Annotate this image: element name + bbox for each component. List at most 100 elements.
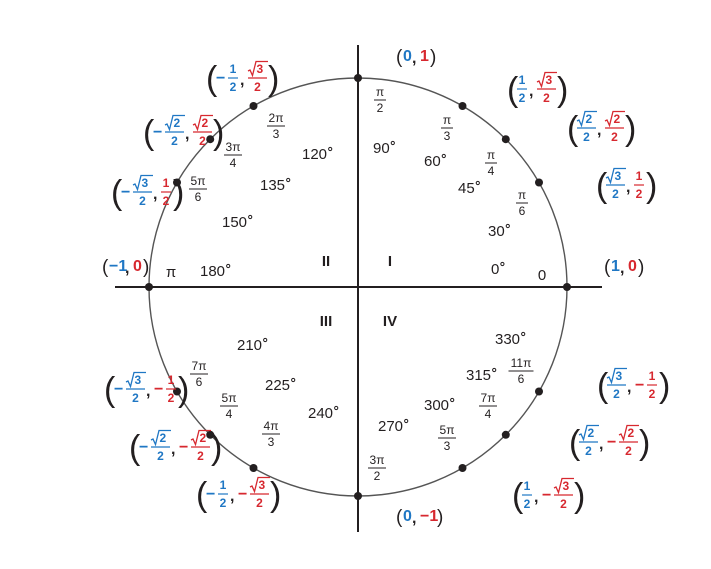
radian-label-210: 7π6	[190, 359, 208, 389]
svg-text:0: 0	[403, 48, 412, 65]
coordinate-330: (32,−12)	[597, 367, 670, 405]
svg-text:−: −	[238, 486, 247, 503]
svg-text:0: 0	[133, 258, 142, 275]
degree-label-135: 135	[260, 177, 291, 194]
svg-text:2: 2	[230, 80, 237, 94]
degree-label-60: 60	[424, 153, 446, 170]
svg-text:240: 240	[308, 405, 333, 422]
svg-text:225: 225	[265, 377, 290, 394]
coordinate-90: (0,1)	[396, 47, 436, 68]
svg-text:2: 2	[636, 187, 643, 201]
radian-label-120: 2π3	[267, 111, 285, 141]
svg-text:−: −	[121, 184, 130, 201]
degree-label-30: 30	[488, 223, 510, 240]
svg-text:1: 1	[168, 373, 175, 387]
svg-text:2: 2	[174, 116, 181, 130]
svg-text:2: 2	[524, 497, 531, 511]
point-30	[534, 178, 543, 187]
svg-text:,: ,	[171, 441, 175, 458]
svg-text:7π: 7π	[192, 359, 207, 373]
svg-text:3: 3	[273, 127, 280, 141]
svg-text:(: (	[102, 257, 109, 278]
svg-text:2: 2	[202, 116, 209, 130]
svg-text:30: 30	[488, 223, 505, 240]
degree-label-300: 300	[424, 397, 455, 414]
svg-text:2: 2	[157, 449, 164, 463]
svg-text:6: 6	[519, 204, 526, 218]
svg-text:2: 2	[377, 101, 384, 115]
coordinate-270: (0,−1)	[396, 507, 443, 528]
svg-text:0: 0	[628, 258, 637, 275]
degree-label-210: 210	[237, 337, 268, 354]
point-90	[354, 74, 362, 82]
svg-text:1: 1	[163, 176, 170, 190]
svg-text:0: 0	[403, 508, 412, 525]
radian-label-30: π6	[516, 188, 528, 218]
svg-text:2: 2	[649, 387, 656, 401]
svg-text:−1: −1	[109, 258, 127, 275]
radian-label-300: 5π3	[438, 423, 456, 453]
coordinate-240: (−12,−32)	[196, 476, 281, 514]
svg-text:6: 6	[196, 375, 203, 389]
svg-text:2: 2	[163, 194, 170, 208]
svg-text:11π: 11π	[511, 356, 532, 370]
svg-text:): )	[574, 477, 585, 515]
svg-text:2: 2	[374, 469, 381, 483]
svg-text:135: 135	[260, 177, 285, 194]
svg-text:): )	[625, 110, 636, 148]
svg-text:,: ,	[627, 379, 631, 396]
point-markers	[145, 74, 571, 500]
point-60	[458, 102, 467, 111]
svg-text:−1: −1	[420, 508, 438, 525]
svg-text:−: −	[635, 377, 644, 394]
svg-text:): )	[213, 114, 224, 152]
svg-text:,: ,	[529, 83, 533, 100]
svg-text:π: π	[487, 148, 495, 162]
degree-label-225: 225	[265, 377, 296, 394]
svg-text:1: 1	[649, 369, 656, 383]
svg-text:3: 3	[135, 373, 142, 387]
degree-label-45: 45	[458, 180, 480, 197]
svg-text:π: π	[376, 85, 384, 99]
svg-text:(: (	[596, 167, 608, 205]
svg-text:(: (	[111, 174, 123, 212]
degree-label-270: 270	[378, 418, 409, 435]
svg-text:−: −	[206, 486, 215, 503]
svg-text:1: 1	[636, 169, 643, 183]
svg-text:1: 1	[524, 479, 531, 493]
coordinate-135: (−22,22)	[143, 114, 224, 152]
svg-text:2: 2	[200, 431, 207, 445]
svg-text:): )	[270, 476, 281, 514]
svg-text:2: 2	[543, 91, 550, 105]
svg-text:(: (	[396, 47, 403, 68]
svg-text:2: 2	[132, 391, 139, 405]
svg-text:270: 270	[378, 418, 403, 435]
svg-text:2: 2	[612, 187, 619, 201]
svg-text:1: 1	[611, 258, 620, 275]
coordinate-315: (22,−22)	[569, 424, 650, 462]
svg-text:(: (	[507, 71, 519, 109]
point-300	[458, 463, 467, 472]
coordinate-30: (32,12)	[596, 167, 657, 205]
svg-text:2: 2	[614, 112, 621, 126]
svg-text:150: 150	[222, 214, 247, 231]
svg-text:2: 2	[197, 449, 204, 463]
svg-text:): )	[557, 71, 568, 109]
svg-text:315: 315	[466, 367, 491, 384]
radian-label-270: 3π2	[368, 453, 386, 483]
svg-text:3: 3	[616, 369, 623, 383]
svg-text:2: 2	[519, 91, 526, 105]
svg-text:(: (	[604, 257, 611, 278]
degree-label-315: 315	[466, 367, 497, 384]
svg-text:5π: 5π	[440, 423, 455, 437]
svg-text:6: 6	[518, 372, 525, 386]
svg-text:(: (	[143, 114, 155, 152]
svg-text:(: (	[206, 60, 218, 98]
degree-label-180: 180	[200, 263, 231, 280]
coordinate-0: (1,0)	[604, 257, 644, 278]
degree-label-120: 120	[302, 146, 333, 163]
coordinate-45: (22,22)	[567, 110, 636, 148]
svg-text:2: 2	[586, 112, 593, 126]
svg-text:3: 3	[563, 479, 570, 493]
svg-text:2: 2	[199, 134, 206, 148]
